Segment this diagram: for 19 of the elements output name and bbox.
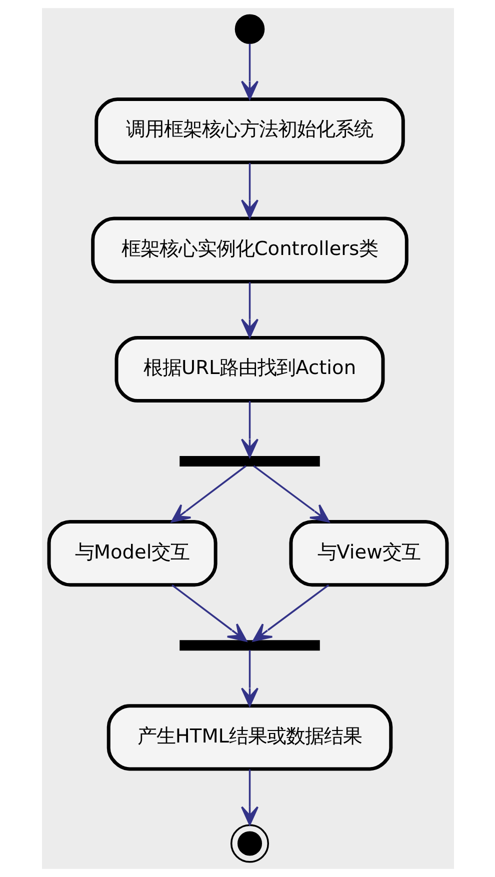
arrow (240, 44, 258, 100)
node-box: 调用框架核心方法初始化系统 (94, 98, 404, 164)
arrow (170, 465, 246, 523)
node-circle (234, 14, 264, 44)
arrow (171, 584, 247, 642)
node-bullseye (230, 824, 269, 863)
arrow (252, 584, 329, 642)
node-box: 与Model交互 (46, 520, 217, 587)
arrow (240, 769, 258, 826)
arrow (252, 465, 330, 523)
node-box: 与View交互 (288, 520, 448, 587)
node-bar (179, 640, 320, 651)
arrow (240, 162, 258, 219)
arrow (240, 400, 258, 458)
arrow (240, 282, 258, 338)
node-box: 产生HTML结果或数据结果 (106, 704, 392, 771)
node-box: 根据URL路由找到Action (114, 336, 384, 403)
node-box: 框架核心实例化Controllers类 (90, 216, 408, 284)
node-bar (179, 456, 320, 467)
